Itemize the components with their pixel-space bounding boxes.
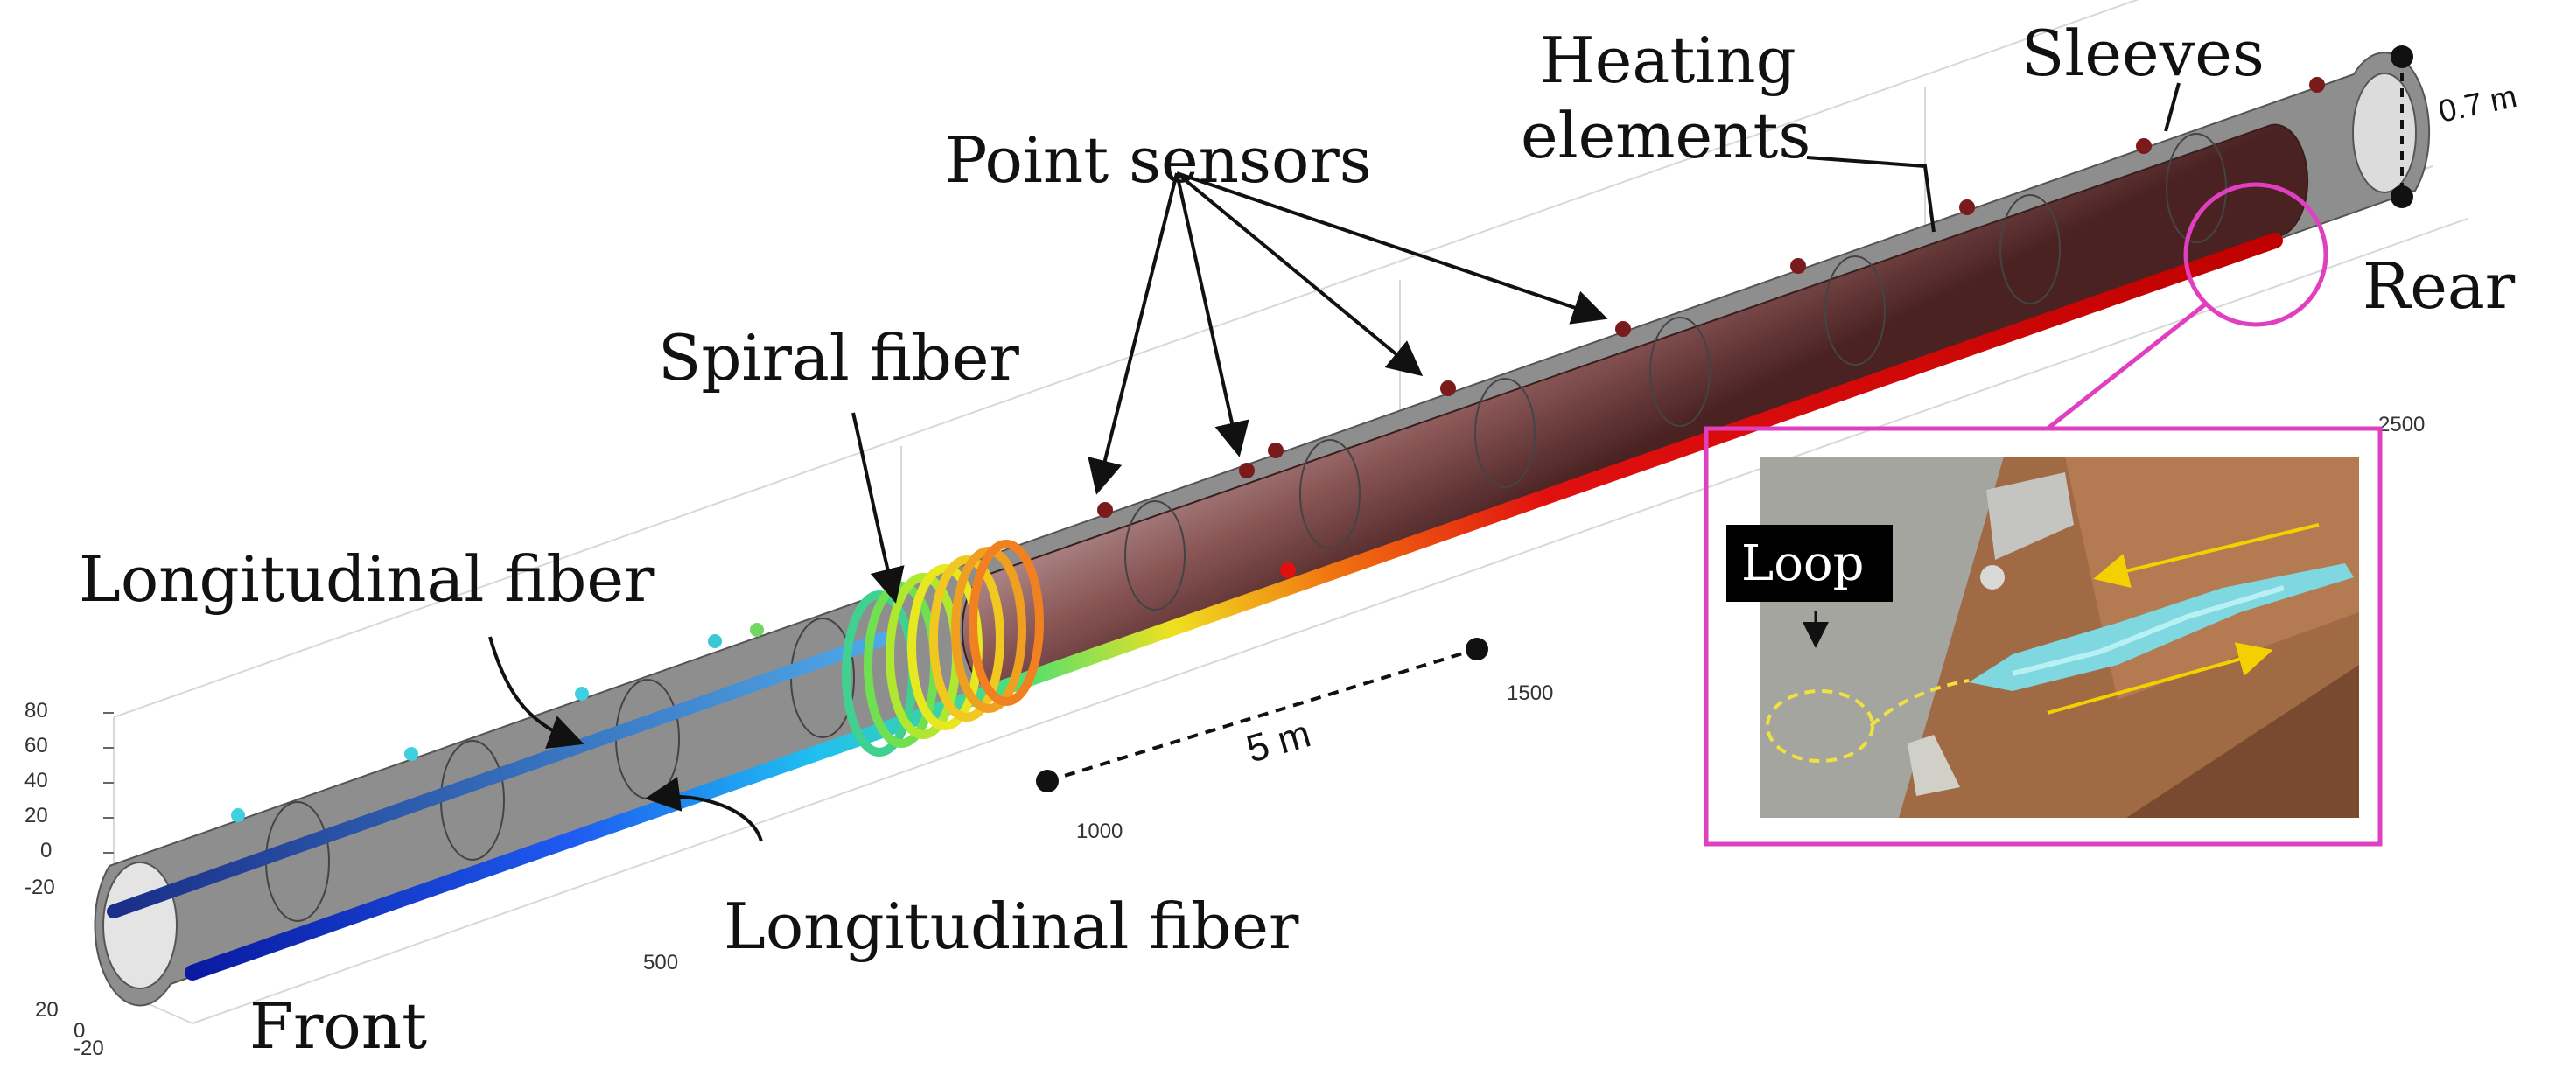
loop-label: Loop xyxy=(1741,535,1864,592)
y-tick-neg20: -20 xyxy=(74,1037,104,1060)
diameter-label: 0.7 m xyxy=(2435,78,2520,129)
point-sensor xyxy=(1239,463,1255,478)
point-sensor xyxy=(1440,380,1456,396)
labels: Heating elements Sleeves Point sensors S… xyxy=(79,17,2516,1063)
pipe xyxy=(94,52,2431,1007)
length-dimension: 5 m xyxy=(1036,638,1488,792)
fiber-sensor-dots xyxy=(231,562,1296,822)
loop-tag: Loop xyxy=(1726,525,1893,648)
length-label: 5 m xyxy=(1242,712,1315,771)
annotation-arrows xyxy=(488,82,2180,842)
sleeves-label: Sleeves xyxy=(2021,17,2264,90)
z-tick-neg20: -20 xyxy=(24,876,55,899)
inset-frame xyxy=(1704,426,2383,847)
highlight-circle xyxy=(2183,182,2328,327)
point-sensors-label: Point sensors xyxy=(945,123,1372,197)
point-sensor xyxy=(2136,138,2152,154)
heating-label-line1: Heating xyxy=(1540,24,1796,97)
z-tick-0: 0 xyxy=(40,839,52,862)
longitudinal-fiber-top-label: Longitudinal fiber xyxy=(79,542,654,616)
detail-callout xyxy=(1704,182,2383,847)
y-tick-20: 20 xyxy=(35,998,59,1022)
point-sensor xyxy=(1959,199,1975,215)
rear-opening xyxy=(2352,73,2417,193)
x-tick-2500: 2500 xyxy=(2378,413,2425,436)
longitudinal-fiber-top xyxy=(107,632,891,918)
z-tick-40: 40 xyxy=(24,769,48,792)
x-tick-1500: 1500 xyxy=(1507,681,1553,705)
point-sensor xyxy=(1097,502,1113,518)
y-tick-0: 0 xyxy=(74,1019,85,1043)
axis-ticks: 80 60 40 20 0 -20 20 0 -20 500 1000 1500… xyxy=(24,413,2425,1060)
spiral-fiber-label: Spiral fiber xyxy=(658,321,1019,394)
z-tick-20: 20 xyxy=(24,804,48,827)
point-sensors xyxy=(1097,77,2325,518)
front-label: Front xyxy=(249,989,427,1063)
z-tick-60: 60 xyxy=(24,734,48,757)
point-sensor xyxy=(1615,321,1631,337)
rear-label: Rear xyxy=(2362,249,2516,323)
longitudinal-fiber-bottom-label: Longitudinal fiber xyxy=(724,890,1299,963)
point-sensor xyxy=(1790,258,1806,274)
point-sensor xyxy=(1268,443,1284,458)
longitudinal-fiber-bottom xyxy=(185,233,2283,981)
x-tick-500: 500 xyxy=(643,951,678,974)
sleeve-rings xyxy=(265,133,2227,922)
inset-photo xyxy=(1760,457,2359,818)
point-sensor xyxy=(2309,77,2325,93)
x-tick-1000: 1000 xyxy=(1076,820,1123,843)
front-opening xyxy=(102,862,178,989)
z-tick-80: 80 xyxy=(24,699,48,722)
heating-label-line2: elements xyxy=(1521,99,1810,172)
